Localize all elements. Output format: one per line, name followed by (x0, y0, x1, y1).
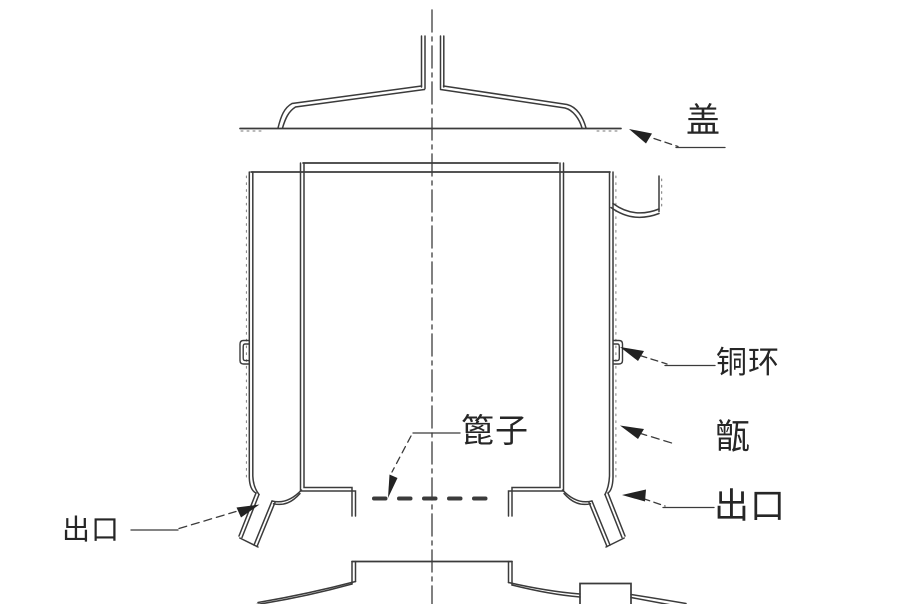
vessel-body-drawing (245, 162, 617, 517)
vessel-leader-line (638, 432, 676, 445)
lid-drawing (239, 35, 622, 132)
pot-rim-drawing (255, 560, 687, 604)
lid-label: 盖 (686, 101, 721, 141)
outlet-pipe-left (238, 492, 276, 548)
grate-label: 篦子 (461, 411, 529, 450)
grate-arrow (388, 474, 398, 498)
outlet-left-label: 出口 (62, 513, 121, 546)
vessel-arrow (620, 425, 644, 439)
lid-neck (420, 35, 445, 90)
outlet-pipe-right (588, 492, 626, 548)
copper-ring-right (612, 339, 624, 365)
copper-ring-arrow (620, 347, 644, 361)
leader-arrowheads (236, 129, 652, 518)
pot-fitting-rect (579, 582, 632, 604)
copper-ring-label: 铜环 (716, 345, 780, 381)
vessel-label: 甑 (715, 418, 752, 458)
outlet-right-label: 出口 (714, 487, 787, 527)
outlet-left-arrow (236, 504, 260, 518)
copper-ring-left (239, 339, 250, 365)
leader-lines (130, 137, 726, 531)
rim-side-tube (610, 175, 663, 219)
lid-arrow (629, 129, 652, 144)
outlet-right-arrow (622, 489, 646, 502)
